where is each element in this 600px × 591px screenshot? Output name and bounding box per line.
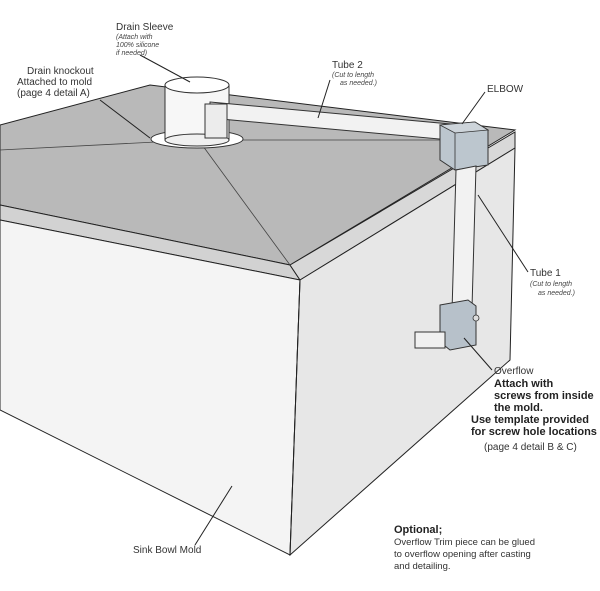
leader-elbow xyxy=(461,91,486,125)
leader-tube-1 xyxy=(477,194,529,273)
overflow-ref: (page 4 detail B & C) xyxy=(484,442,577,453)
overflow-instruction-5: for screw hole locations xyxy=(471,426,597,438)
tube-2-note-2: as needed.) xyxy=(340,80,377,87)
drain-knockout-attached: Attached to mold xyxy=(17,77,93,88)
leader-sink-bowl-mold xyxy=(194,485,233,546)
tube-1-note-1: (Cut to length xyxy=(530,281,573,288)
elbow-label: ELBOW xyxy=(487,84,524,95)
screw xyxy=(472,314,480,322)
optional-title: Optional; xyxy=(394,524,443,536)
tube-2-connector xyxy=(204,103,228,139)
drain-sleeve-note-1: (Attach with xyxy=(116,34,153,41)
tube-1 xyxy=(451,165,477,313)
sink-bowl-mold-label: Sink Bowl Mold xyxy=(133,545,202,556)
optional-line-2: to overflow opening after casting xyxy=(394,549,531,560)
mold-edge xyxy=(289,279,301,556)
overflow-label: Overflow xyxy=(494,366,534,377)
leader-tube-2 xyxy=(317,79,331,119)
drain-sleeve-top xyxy=(164,76,230,94)
overflow-instruction-3: the mold. xyxy=(494,402,543,414)
tube-1-label: Tube 1 xyxy=(530,268,561,279)
tube-1-note-2: as needed.) xyxy=(538,290,575,297)
overflow-instruction-2: screws from inside xyxy=(494,390,594,402)
drain-sleeve-note-3: if needed) xyxy=(116,50,148,57)
optional-line-1: Overflow Trim piece can be glued xyxy=(394,537,535,548)
tube-2-note-1: (Cut to length xyxy=(332,72,375,79)
optional-line-3: and detailing. xyxy=(394,561,451,572)
leader-overflow xyxy=(463,337,493,371)
leader-drain-sleeve xyxy=(139,54,191,83)
drain-sleeve-label: Drain Sleeve xyxy=(116,22,174,33)
tube-2-label: Tube 2 xyxy=(332,60,363,71)
drain-knockout-label: Drain knockout xyxy=(27,66,94,77)
overflow-instruction-4: Use template provided xyxy=(471,414,589,426)
overflow-instruction-1: Attach with xyxy=(494,378,554,390)
leader-drain-knockout xyxy=(99,99,151,139)
drain-sleeve-note-2: 100% silicone xyxy=(116,42,160,49)
slope-line xyxy=(199,141,291,266)
overflow-spout xyxy=(414,331,446,349)
drain-knockout-ref: (page 4 detail A) xyxy=(17,88,90,99)
